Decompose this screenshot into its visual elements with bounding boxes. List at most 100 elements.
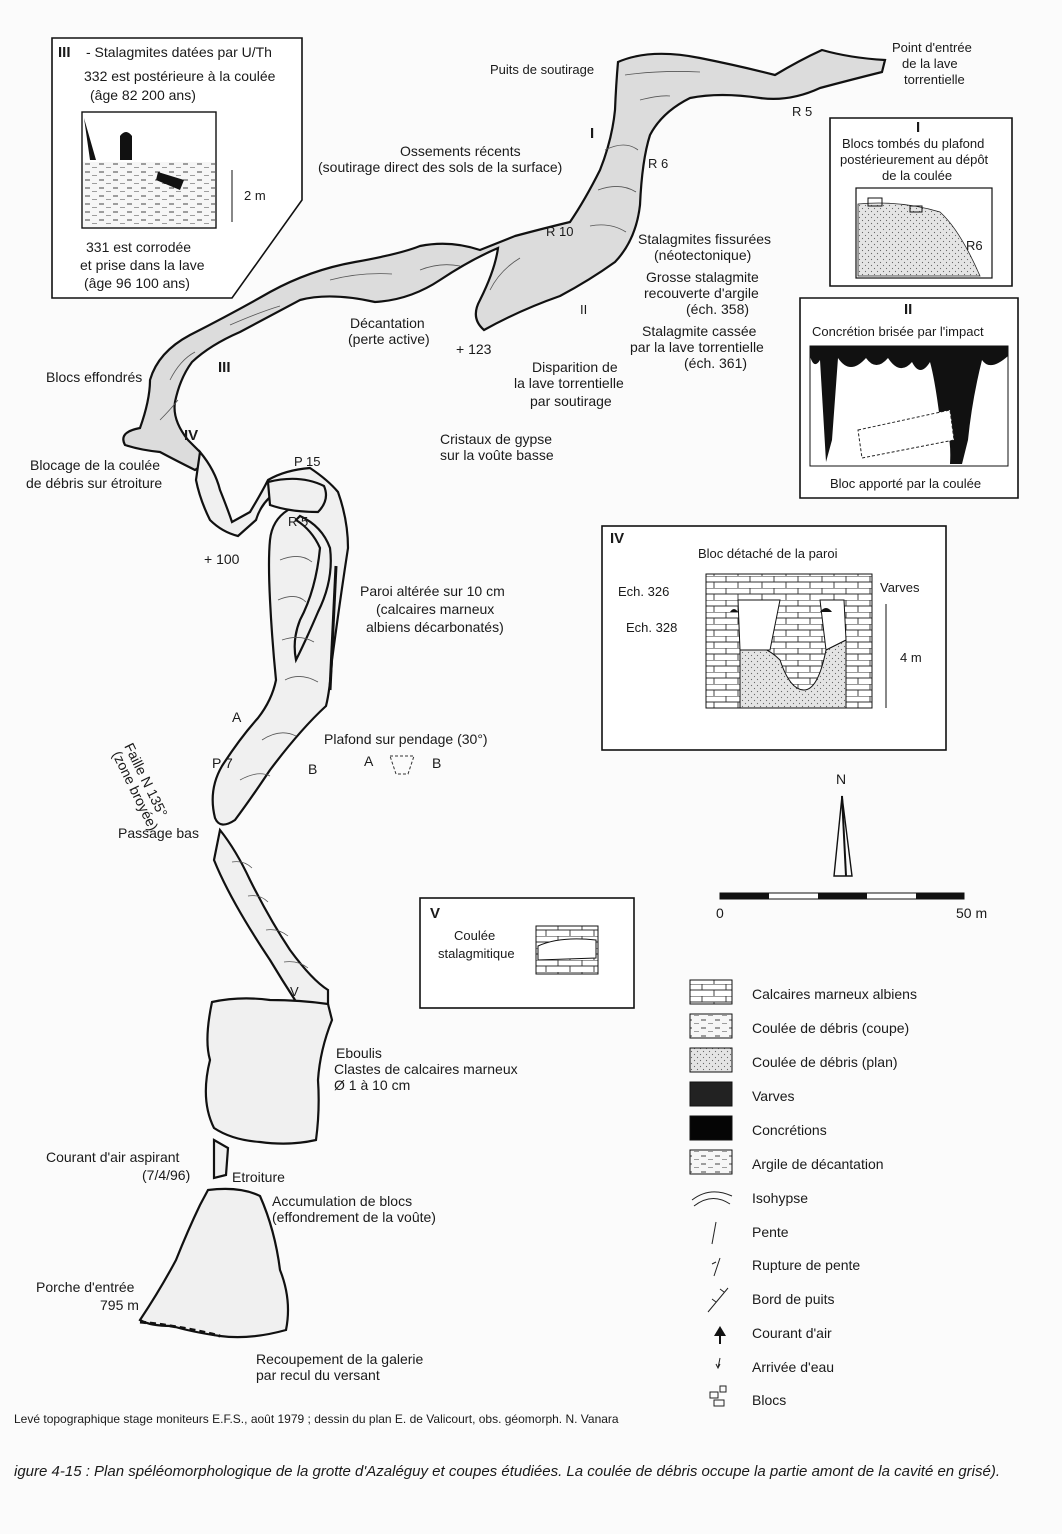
inset-III: III - Stalagmites datées par U/Th 332 es…	[51, 37, 303, 299]
label-eboulis-2: Clastes de calcaires marneux	[334, 1061, 518, 1077]
label-cass-3: (éch. 361)	[684, 355, 747, 371]
cave-entrance-chamber	[138, 997, 334, 1339]
inset-I-line3: de la coulée	[882, 168, 952, 183]
label-accu-1: Accumulation de blocs	[272, 1193, 412, 1209]
label-a2: A	[364, 753, 374, 769]
legend-item: Coulée de débris (coupe)	[689, 1013, 909, 1039]
label-dec-1: Décantation	[350, 315, 425, 331]
label-p7: P 7	[212, 755, 233, 771]
inset-V-line1: Coulée	[454, 928, 495, 943]
label-b1: B	[308, 761, 317, 777]
north-arrow: N	[833, 771, 853, 877]
inset-III-line5: (âge 96 100 ans)	[84, 275, 190, 291]
svg-text:Varves: Varves	[752, 1088, 795, 1104]
label-puits: Puits de soutirage	[490, 62, 594, 77]
inset-III-line3: 331 est corrodée	[86, 239, 191, 255]
inset-V-line2: stalagmitique	[438, 946, 515, 961]
legend-item: Blocs	[709, 1385, 786, 1408]
cave-gallery-middle	[194, 449, 350, 826]
label-cass-2: par la lave torrentielle	[630, 339, 764, 355]
legend-item: Isohypse	[691, 1190, 808, 1207]
label-recoup-1: Recoupement de la galerie	[256, 1351, 424, 1367]
legend-item: Arrivée d'eau	[715, 1357, 834, 1375]
inset-III-scale: 2 m	[244, 188, 266, 203]
legend-item: Rupture de pente	[711, 1257, 860, 1277]
inset-IV-varves: Varves	[880, 580, 920, 595]
inset-III-line2: (âge 82 200 ans)	[90, 87, 196, 103]
svg-text:Rupture de pente: Rupture de pente	[752, 1257, 860, 1273]
label-disp-1: Disparition de	[532, 359, 618, 375]
inset-III-line1: 332 est postérieure à la coulée	[84, 68, 276, 84]
inset-II-numeral: II	[904, 301, 912, 318]
inset-V: V Coulée stalagmitique	[419, 897, 635, 1009]
label-roman-3: III	[218, 359, 231, 376]
inset-I-tag: R6	[966, 238, 983, 253]
label-b2: B	[432, 755, 441, 771]
label-plafond: Plafond sur pendage (30°)	[324, 731, 488, 747]
inset-II: II Concrétion brisée par l'impact Bloc a…	[799, 297, 1019, 499]
svg-text:Isohypse: Isohypse	[752, 1190, 808, 1206]
label-cass-1: Stalagmite cassée	[642, 323, 757, 339]
svg-text:Coulée de débris (coupe): Coulée de débris (coupe)	[752, 1020, 909, 1036]
label-courant-2: (7/4/96)	[142, 1167, 190, 1183]
label-dec-2: (perte active)	[348, 331, 430, 347]
svg-text:Bord de puits: Bord de puits	[752, 1291, 835, 1307]
label-disp-2: la lave torrentielle	[514, 375, 624, 391]
label-passage: Passage bas	[118, 825, 199, 841]
label-oss-2: (soutirage direct des sols de la surface…	[318, 159, 562, 175]
label-blocage-1: Blocage de la coulée	[30, 457, 160, 473]
label-a1: A	[232, 709, 242, 725]
label-porche-2: 795 m	[100, 1297, 139, 1313]
inset-I: I Blocs tombés du plafond postérieuremen…	[829, 117, 1013, 287]
label-paroi-2: (calcaires marneux	[376, 601, 494, 617]
inset-IV: IV Bloc détaché de la paroi Ech. 326 Ech…	[601, 525, 947, 751]
label-cris-2: sur la voûte basse	[440, 447, 554, 463]
label-r6: R 6	[648, 156, 668, 171]
legend-item: Concrétions	[689, 1115, 827, 1141]
inset-IV-ech1: Ech. 326	[618, 584, 669, 599]
inset-II-bottom: Bloc apporté par la coulée	[830, 476, 981, 491]
svg-text:Concrétions: Concrétions	[752, 1122, 827, 1138]
label-oss-1: Ossements récents	[400, 143, 521, 159]
legend: Calcaires marneux albiens Coulée de débr…	[689, 979, 917, 1408]
label-blocage-2: de débris sur étroiture	[26, 475, 162, 491]
legend-item: Bord de puits	[707, 1287, 835, 1313]
inset-I-line1: Blocs tombés du plafond	[842, 136, 984, 151]
label-p100: + 100	[204, 551, 240, 567]
label-gros-1: Grosse stalagmite	[646, 269, 759, 285]
label-courant-1: Courant d'air aspirant	[46, 1149, 180, 1165]
scale-fifty: 50 m	[956, 905, 987, 921]
legend-item: Coulée de débris (plan)	[689, 1047, 898, 1073]
label-paroi-3: albiens décarbonatés)	[366, 619, 504, 635]
label-paroi-1: Paroi altérée sur 10 cm	[360, 583, 505, 599]
label-disp-3: par soutirage	[530, 393, 612, 409]
legend-item: Calcaires marneux albiens	[689, 979, 917, 1005]
label-roman-2: II	[580, 302, 587, 317]
label-blocs-eff: Blocs effondrés	[46, 369, 142, 385]
label-r10: R 10	[546, 224, 573, 239]
inset-I-line2: postérieurement au dépôt	[840, 152, 989, 167]
inset-IV-scale: 4 m	[900, 650, 922, 665]
label-eboulis-1: Eboulis	[336, 1045, 382, 1061]
svg-text:Blocs: Blocs	[752, 1392, 786, 1408]
scale-bar: 0 50 m	[716, 892, 987, 921]
inset-I-numeral: I	[916, 119, 920, 136]
label-entry-1: Point d'entrée	[892, 40, 972, 55]
cave-gallery-downstream	[212, 827, 330, 1012]
label-etroiture: Etroiture	[232, 1169, 285, 1185]
inset-IV-title: Bloc détaché de la paroi	[698, 546, 838, 561]
label-gros-3: (éch. 358)	[686, 301, 749, 317]
legend-item: Argile de décantation	[689, 1149, 884, 1175]
svg-text:Courant d'air: Courant d'air	[752, 1325, 832, 1341]
label-entry-2: de la lave	[902, 56, 958, 71]
label-roman-5: V	[290, 984, 299, 999]
north-label: N	[836, 771, 846, 787]
inset-III-numeral: III	[58, 44, 71, 61]
inset-IV-ech2: Ech. 328	[626, 620, 677, 635]
label-entry-3: torrentielle	[904, 72, 965, 87]
figure-caption: igure 4-15 : Plan spéléomorphologique de…	[14, 1463, 1000, 1480]
label-porche-1: Porche d'entrée	[36, 1279, 135, 1295]
svg-text:Arrivée d'eau: Arrivée d'eau	[752, 1359, 834, 1375]
svg-text:Calcaires marneux albiens: Calcaires marneux albiens	[752, 986, 917, 1002]
legend-item: Pente	[711, 1221, 789, 1245]
